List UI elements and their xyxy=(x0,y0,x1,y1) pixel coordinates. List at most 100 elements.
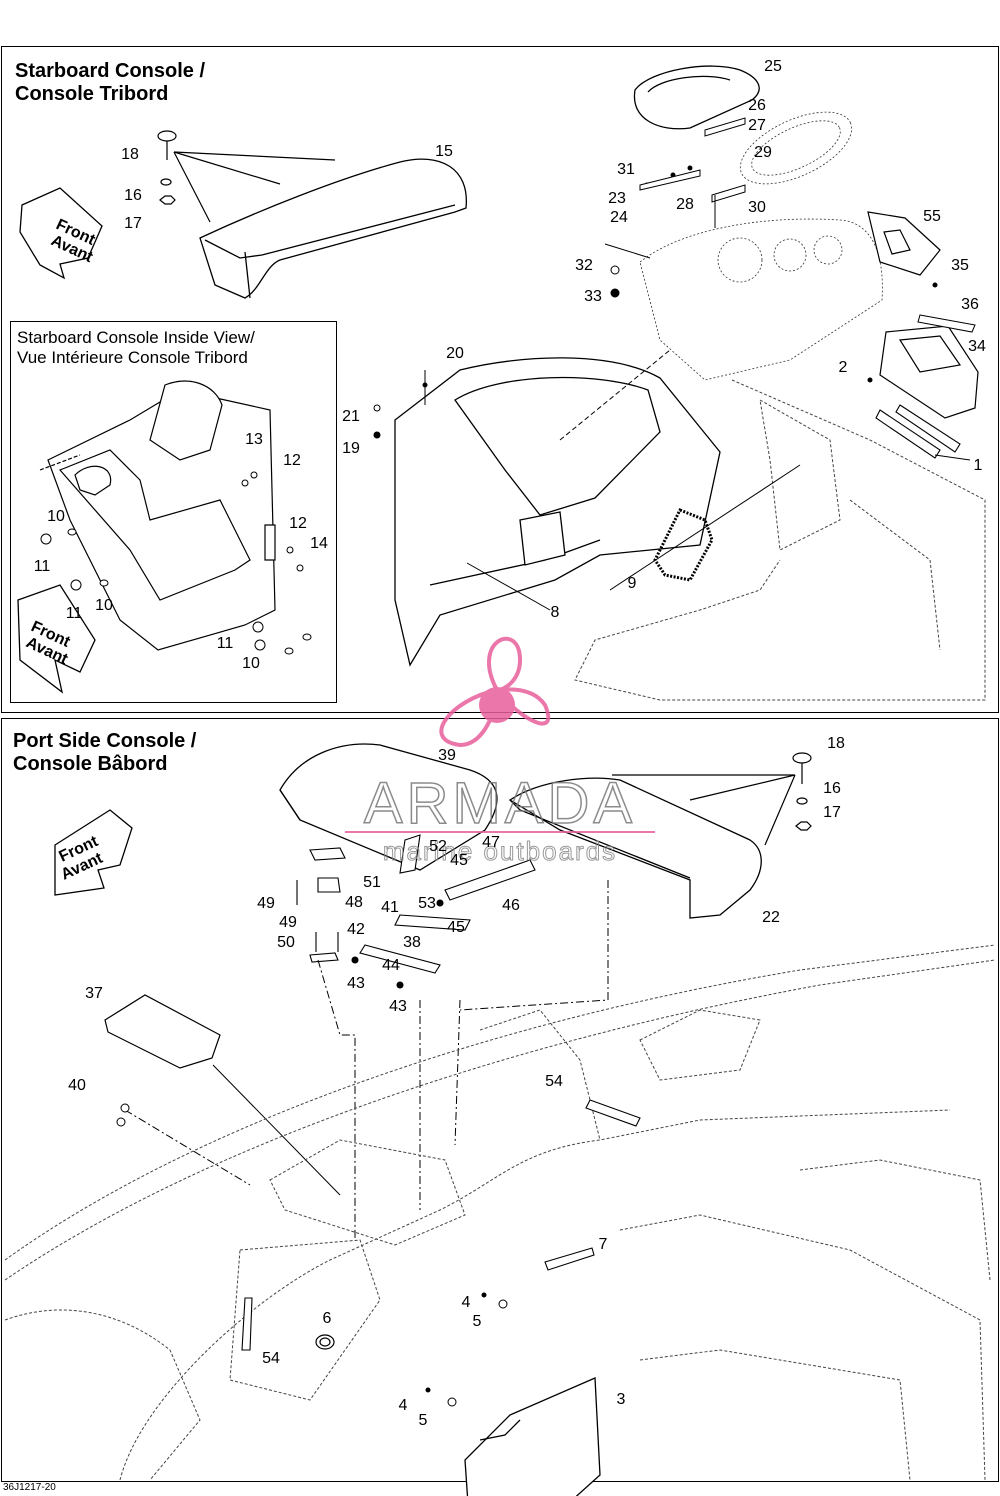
callout-c32: 32 xyxy=(575,257,593,274)
watermark-brand: ARMADA xyxy=(364,771,636,836)
callout-d43a: 43 xyxy=(347,975,365,992)
port-title-line2: Console Bâbord xyxy=(13,753,168,775)
port-title-line1: Port Side Console / xyxy=(13,730,197,752)
part-22-cover xyxy=(508,777,762,919)
callout-d54b: 54 xyxy=(262,1350,280,1367)
part-dash-housing xyxy=(639,111,883,381)
callout-d37: 37 xyxy=(85,985,103,1002)
part-34-switch-box xyxy=(879,325,979,419)
hull-outline-bottom xyxy=(4,944,996,1481)
callout-c16: 16 xyxy=(124,187,142,204)
callout-c8: 8 xyxy=(551,604,560,621)
callout-c10b: 10 xyxy=(95,597,113,614)
callout-d6: 6 xyxy=(323,1310,332,1327)
inset-title-line1: Starboard Console Inside View/ xyxy=(17,328,255,347)
callout-c10c: 10 xyxy=(242,655,260,672)
fastener-18-16-17 xyxy=(157,130,336,223)
callout-c24: 24 xyxy=(610,209,628,226)
callout-c36: 36 xyxy=(961,296,979,313)
callout-c34: 34 xyxy=(968,338,986,355)
callout-c15: 15 xyxy=(435,143,453,160)
leaders-bottom xyxy=(124,880,609,1240)
small-parts-4-5 xyxy=(425,1292,508,1407)
hull-outline-top xyxy=(574,379,986,701)
callout-d39: 39 xyxy=(438,747,456,764)
port-console-title: Port Side Console / Console Bâbord xyxy=(13,730,196,776)
part-7-strip xyxy=(544,1247,595,1271)
part-54-strips xyxy=(241,1099,641,1351)
callout-d49a: 49 xyxy=(257,895,275,912)
fastener-18-16-17-bottom xyxy=(612,752,812,846)
callout-d52: 52 xyxy=(429,838,447,855)
callout-c12b: 12 xyxy=(289,515,307,532)
fasteners-top xyxy=(373,117,976,439)
part-40-plugs xyxy=(116,1103,130,1127)
part-55-gauge xyxy=(867,211,941,276)
callout-c17: 17 xyxy=(124,215,142,232)
part-25-cap xyxy=(633,65,760,130)
callout-c12a: 12 xyxy=(283,452,301,469)
callout-d54a: 54 xyxy=(545,1073,563,1090)
front-arrow-inset: Front Avant xyxy=(17,584,96,694)
callout-c20: 20 xyxy=(446,345,464,362)
callout-d40: 40 xyxy=(68,1077,86,1094)
callout-c13: 13 xyxy=(245,431,263,448)
callout-d38: 38 xyxy=(403,934,421,951)
front-arrow-bottom: Front Avant xyxy=(54,809,133,896)
callout-c25: 25 xyxy=(764,58,782,75)
callout-c27: 27 xyxy=(748,117,766,134)
callout-d45a: 45 xyxy=(450,852,468,869)
callout-d5b: 5 xyxy=(419,1412,428,1429)
callout-d42: 42 xyxy=(347,921,365,938)
callout-d50: 50 xyxy=(277,934,295,951)
starboard-console-title: Starboard Console / Console Tribord xyxy=(15,60,205,106)
callout-d18: 18 xyxy=(827,735,845,752)
callout-c35: 35 xyxy=(951,257,969,274)
part-1-strips xyxy=(875,404,961,459)
callout-c19: 19 xyxy=(342,440,360,457)
hinge-hardware xyxy=(296,834,536,989)
callout-c18: 18 xyxy=(121,146,139,163)
callout-d53: 53 xyxy=(418,895,436,912)
callout-c26: 26 xyxy=(748,97,766,114)
callout-c33: 33 xyxy=(584,288,602,305)
port-console-panel xyxy=(1,718,999,1482)
callout-d44: 44 xyxy=(382,957,400,974)
callout-c29: 29 xyxy=(754,144,772,161)
callout-c11b: 11 xyxy=(66,605,83,622)
callout-c14: 14 xyxy=(310,535,328,552)
part-8-console-body xyxy=(394,357,721,667)
callout-d4b: 4 xyxy=(399,1397,408,1414)
callout-d3: 3 xyxy=(617,1391,626,1408)
footer-drawing-code: 36J1217-20 xyxy=(3,1482,56,1493)
callout-d5a: 5 xyxy=(473,1313,482,1330)
part-3-side-panel xyxy=(464,1377,601,1496)
callout-c55: 55 xyxy=(923,208,941,225)
callout-d46: 46 xyxy=(502,897,520,914)
inset-title-line2: Vue Intérieure Console Tribord xyxy=(17,348,248,367)
propeller-logo-icon xyxy=(439,636,551,748)
callout-c1: 1 xyxy=(974,457,983,474)
callout-d43b: 43 xyxy=(389,998,407,1015)
callout-c11a: 11 xyxy=(34,558,51,575)
callout-c9: 9 xyxy=(628,575,637,592)
callout-d4a: 4 xyxy=(462,1294,471,1311)
callout-d45b: 45 xyxy=(447,919,465,936)
part-39-lid xyxy=(279,743,498,871)
inset-title: Starboard Console Inside View/ Vue Intér… xyxy=(17,328,255,368)
callout-c31: 31 xyxy=(617,161,635,178)
callout-d51: 51 xyxy=(363,874,381,891)
callout-c28: 28 xyxy=(676,196,694,213)
callout-d47: 47 xyxy=(482,834,500,851)
callout-d7: 7 xyxy=(599,1236,608,1253)
callout-d16: 16 xyxy=(823,780,841,797)
starboard-title-line2: Console Tribord xyxy=(15,83,169,105)
leaders-top xyxy=(466,195,971,611)
callout-c21: 21 xyxy=(342,408,360,425)
callout-c30: 30 xyxy=(748,199,766,216)
callout-c2: 2 xyxy=(839,359,848,376)
callout-c23: 23 xyxy=(608,190,626,207)
